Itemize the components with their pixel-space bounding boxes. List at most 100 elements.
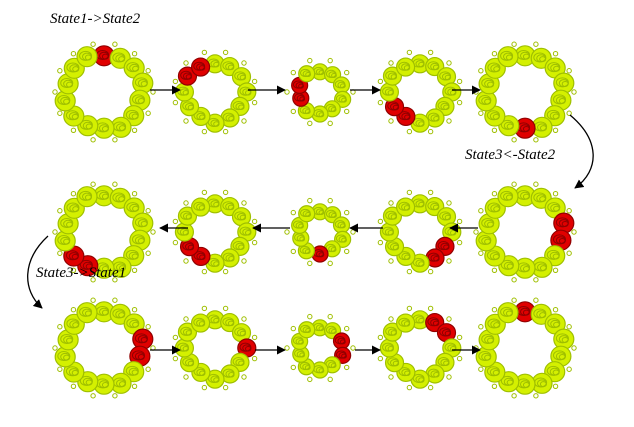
ring-r1-2 <box>172 49 258 135</box>
label-state3-to-state1: State3->State1 <box>36 265 127 281</box>
loop-segment <box>241 118 247 124</box>
loop-segment <box>251 239 258 246</box>
ring-r1-3 <box>284 57 356 127</box>
label-state3-from-state2: State3<-State2 <box>465 147 556 163</box>
loop-segment <box>201 49 208 56</box>
ring-r3-5 <box>473 297 577 399</box>
ring-r3-2 <box>172 305 258 391</box>
loop-segment <box>112 181 118 187</box>
helix-subunit <box>531 256 553 278</box>
loop-segment <box>566 324 572 330</box>
loop-segment <box>552 306 559 313</box>
ring-r2-1 <box>473 181 577 283</box>
loop-segment <box>446 200 452 206</box>
loop-segment <box>145 110 151 116</box>
loop-segment <box>241 60 247 66</box>
helix-subunit <box>76 186 98 208</box>
loop-segment <box>350 345 356 351</box>
loop-segment <box>343 325 350 332</box>
loop-segment <box>446 316 452 322</box>
loop-segment <box>70 306 77 313</box>
loop-segment <box>406 128 413 135</box>
helix-subunit <box>382 322 403 342</box>
loop-segment <box>145 366 151 372</box>
highlighted-helix <box>292 89 310 107</box>
loop-segment <box>327 197 333 204</box>
loop-segment <box>251 99 258 106</box>
loop-segment <box>406 189 413 196</box>
helix-subunit <box>76 302 98 324</box>
loop-segment <box>511 137 517 143</box>
loop-segment <box>112 393 118 399</box>
loop-segment <box>290 209 297 216</box>
helix-subunit <box>76 46 98 68</box>
loop-segment <box>172 99 179 106</box>
loop-segment <box>327 313 333 320</box>
loop-segment <box>533 277 539 283</box>
loop-segment <box>456 239 463 246</box>
helix-subunit <box>63 361 85 383</box>
loop-segment <box>70 190 77 197</box>
helix-subunit <box>231 207 252 227</box>
loop-segment <box>131 50 138 57</box>
loop-segment <box>478 324 484 330</box>
loop-segment <box>446 258 452 264</box>
loop-segment <box>388 374 394 380</box>
loop-segment <box>183 316 189 322</box>
helix-subunit <box>497 302 519 324</box>
loop-segment <box>201 268 208 275</box>
loop-segment <box>222 189 229 196</box>
helix-subunit <box>93 185 115 207</box>
ring-r1-1 <box>52 41 156 143</box>
helix-subunit <box>384 237 405 257</box>
loop-segment <box>131 383 138 390</box>
loop-segment <box>183 258 189 264</box>
helix-subunit <box>475 90 497 112</box>
helix-subunit <box>174 338 194 358</box>
loop-segment <box>446 118 452 124</box>
loop-segment <box>343 209 350 216</box>
loop-segment <box>90 393 96 399</box>
loop-segment <box>90 41 96 47</box>
loop-segment <box>284 345 290 351</box>
rings-layer <box>52 41 577 399</box>
loop-segment <box>57 110 63 116</box>
loop-segment <box>343 364 350 371</box>
helix-subunit <box>179 353 200 373</box>
helix-subunit <box>110 116 132 138</box>
loop-segment <box>377 239 384 246</box>
helix-subunit <box>177 322 198 342</box>
ring-r2-2 <box>377 189 463 275</box>
loop-segment <box>552 190 559 197</box>
loop-segment <box>290 364 297 371</box>
loop-segment <box>112 297 118 303</box>
loop-segment <box>112 41 118 47</box>
arrow-row1-to-row2 <box>569 114 594 189</box>
loop-segment <box>427 268 434 275</box>
loop-segment <box>131 190 138 197</box>
loop-segment <box>552 127 559 134</box>
helix-subunit <box>132 72 154 94</box>
loop-segment <box>473 229 479 235</box>
helix-subunit <box>54 230 76 252</box>
loop-segment <box>222 268 229 275</box>
loop-segment <box>241 374 247 380</box>
helix-subunit <box>298 205 316 223</box>
loop-segment <box>406 305 413 312</box>
loop-segment <box>533 181 539 187</box>
helix-subunit <box>132 212 154 234</box>
ring-r1-4 <box>377 49 463 135</box>
helix-subunit <box>436 67 457 87</box>
loop-segment <box>327 57 333 64</box>
loop-segment <box>57 68 63 74</box>
loop-segment <box>327 260 333 267</box>
helix-subunit <box>425 364 445 384</box>
loop-segment <box>90 181 96 187</box>
loop-segment <box>70 267 77 274</box>
loop-segment <box>406 384 413 391</box>
loop-segment <box>427 384 434 391</box>
helix-subunit <box>425 108 445 128</box>
loop-segment <box>377 218 384 225</box>
helix-subunit <box>497 186 519 208</box>
helix-subunit <box>553 72 575 94</box>
